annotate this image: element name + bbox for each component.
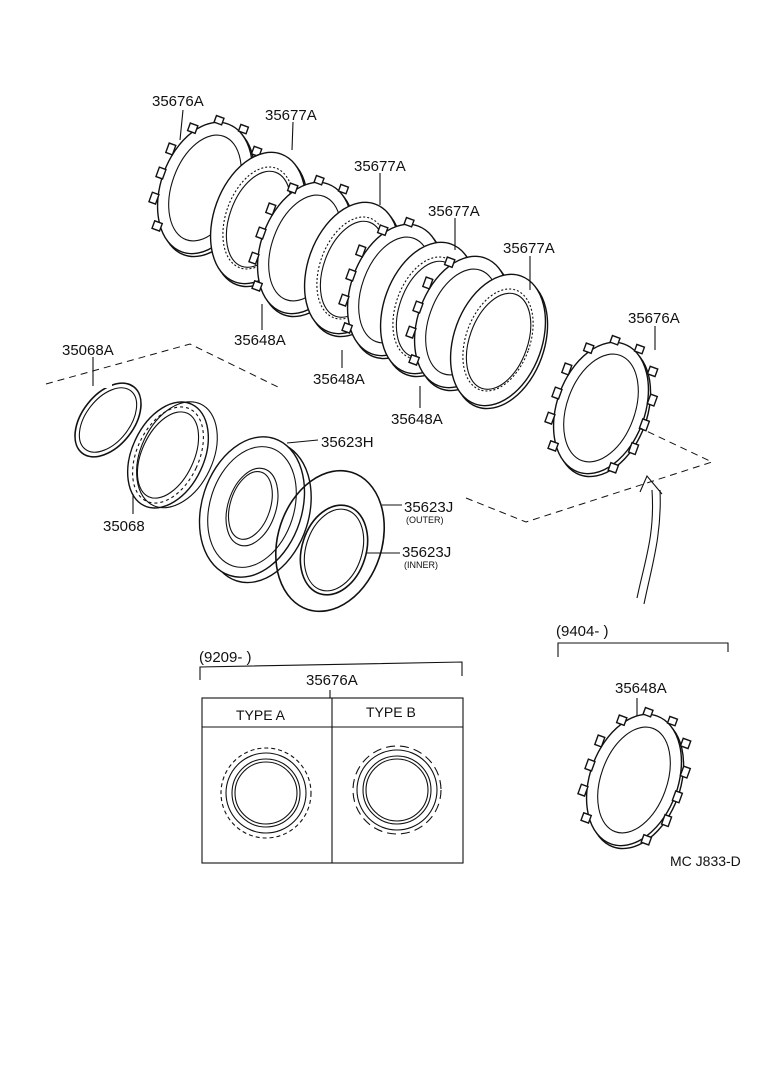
snap-ring-35068a <box>74 357 142 458</box>
type-b-header: TYPE B <box>366 704 416 720</box>
supersession-arrow <box>636 474 663 605</box>
plate-35676a-right <box>544 334 659 478</box>
later-part-number: 35648A <box>615 680 667 697</box>
label-35676a-right: 35676A <box>628 310 680 327</box>
label-35677a-4: 35677A <box>503 240 555 257</box>
label-35648a-3: 35648A <box>391 411 443 428</box>
type-a-header: TYPE A <box>236 707 286 723</box>
type-a-ring <box>220 747 312 839</box>
label-35623h: 35623H <box>321 434 374 451</box>
later-date-range: (9404- ) <box>556 623 609 640</box>
variant-date-range: (9209- ) <box>199 649 252 666</box>
label-inner-note: (INNER) <box>404 560 438 570</box>
label-35676a-top: 35676A <box>152 93 204 110</box>
label-35677a-1: 35677A <box>265 107 317 124</box>
label-35648a-2: 35648A <box>313 371 365 388</box>
variant-part-number: 35676A <box>306 672 358 689</box>
clutch-pack <box>148 109 659 478</box>
assembly-dashed-frame <box>45 343 714 523</box>
type-b-ring <box>352 745 442 835</box>
label-35677a-3: 35677A <box>428 203 480 220</box>
piston-35623h <box>198 436 312 584</box>
part-labels: 35676A 35677A 35677A 35677A 35677A 35648… <box>62 93 680 570</box>
label-35623j-outer: 35623J <box>404 499 453 516</box>
label-35677a-2: 35677A <box>354 158 406 175</box>
label-outer-note: (OUTER) <box>406 515 444 525</box>
disc-35677a-4 <box>449 273 549 410</box>
variant-table: (9209- ) 35676A TYPE A TYPE B <box>199 649 464 864</box>
one-way-clutch-35068 <box>126 401 218 509</box>
diagram-code: MC J833-D <box>670 853 741 869</box>
label-35068a: 35068A <box>62 342 114 359</box>
seal-35623j-outer <box>274 469 386 613</box>
plate-35648a-later <box>577 706 692 850</box>
later-part-block: (9404- ) 35648A <box>556 623 729 850</box>
label-35068: 35068 <box>103 518 145 535</box>
label-35648a-1: 35648A <box>234 332 286 349</box>
seal-35623j-inner <box>299 504 369 596</box>
label-35623j-inner: 35623J <box>402 544 451 561</box>
